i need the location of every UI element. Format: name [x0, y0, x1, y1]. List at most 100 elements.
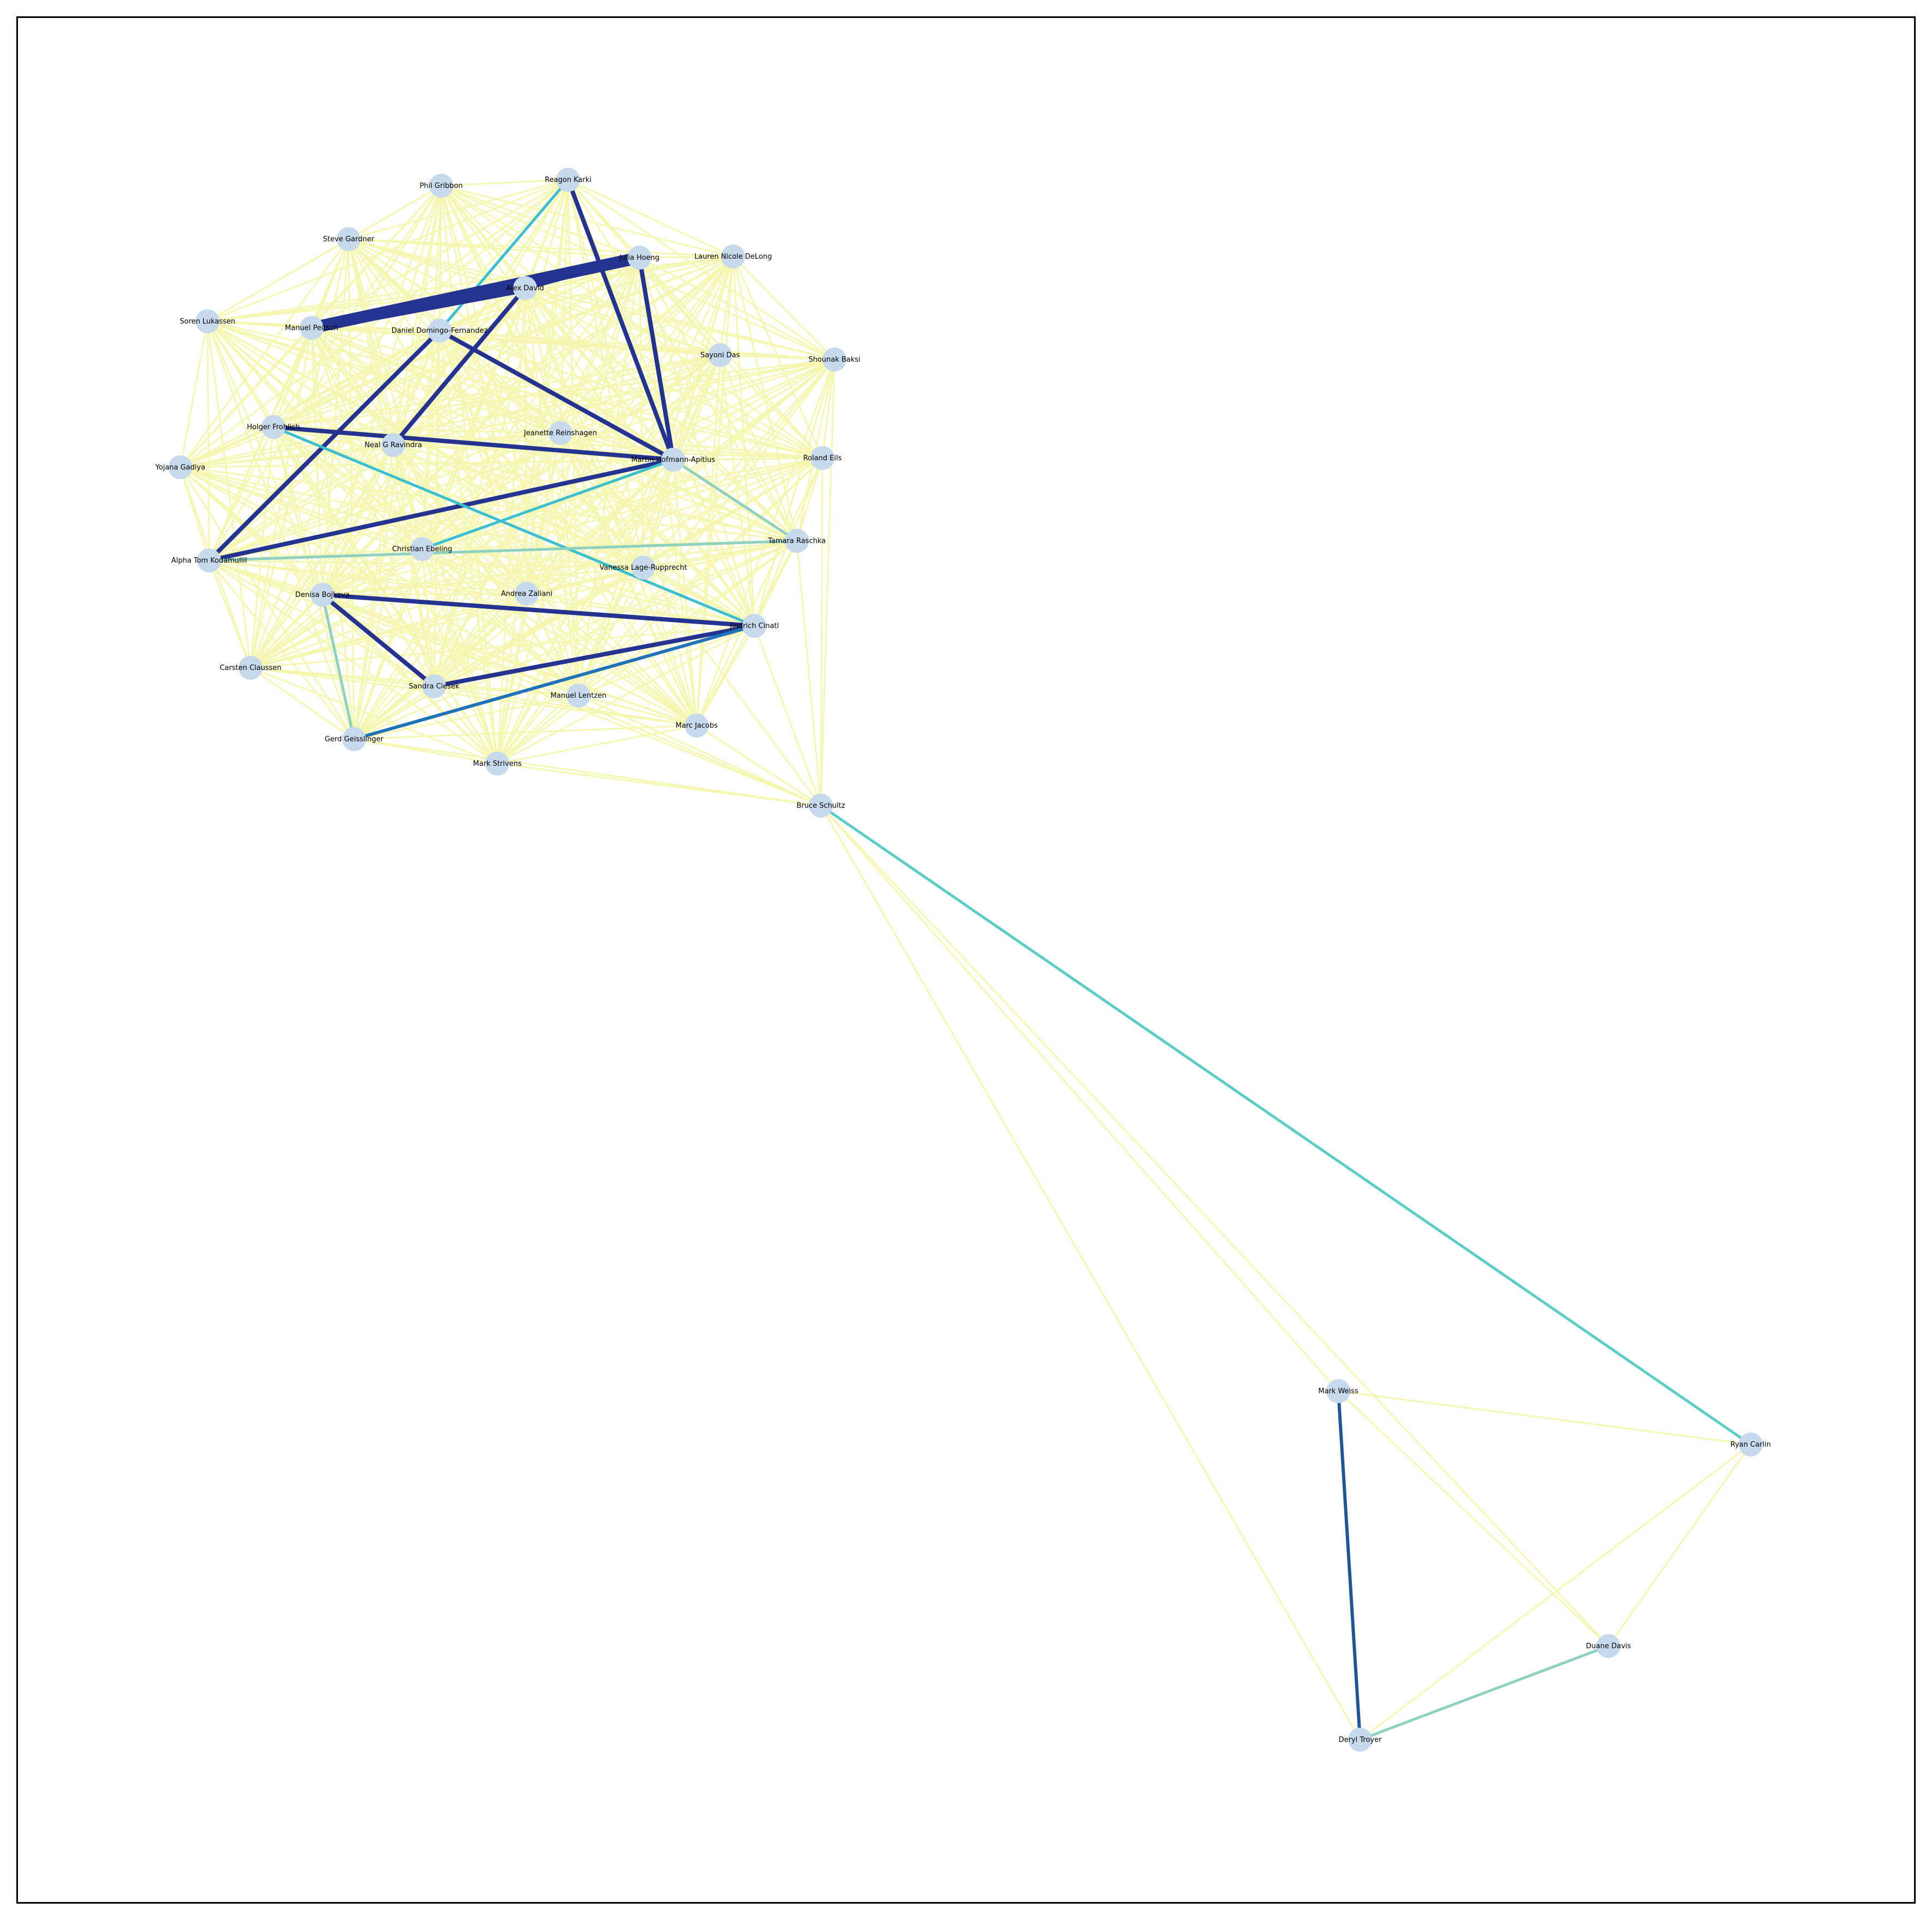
- edge-weak: [421, 548, 580, 697]
- node-label-holger: Holger Frohlich: [247, 423, 300, 431]
- edge-weak: [321, 457, 824, 596]
- node-label-roland: Roland Eils: [803, 454, 842, 462]
- edge-weak: [208, 559, 498, 765]
- edge-weak: [208, 426, 275, 562]
- edge-weak: [642, 358, 836, 569]
- edge-weak: [559, 432, 580, 697]
- edge-weak: [208, 559, 355, 740]
- edge-weak: [524, 287, 562, 434]
- edge-weak: [208, 327, 313, 562]
- node-steve: [337, 227, 361, 251]
- edge-weak: [179, 330, 441, 468]
- node-label-bruce: Bruce Schultz: [796, 802, 845, 810]
- edge-weak: [321, 432, 562, 596]
- node-label-vanessa: Vanessa Lage-Rupprecht: [600, 564, 687, 572]
- edge-weak: [577, 457, 824, 697]
- edge-weak: [206, 320, 394, 446]
- edge-weak: [179, 432, 562, 468]
- edge-weak: [1337, 1390, 1752, 1446]
- edge-weak: [321, 540, 798, 596]
- edge-weak: [440, 185, 824, 459]
- node-label-duane: Duane Davis: [1586, 1642, 1631, 1650]
- edge-strong: [352, 624, 756, 741]
- edge-strong: [271, 425, 675, 462]
- node-andrea: [515, 582, 539, 606]
- edge-weak: [249, 457, 824, 669]
- edge-weak: [272, 354, 721, 428]
- edge-weak: [310, 327, 836, 361]
- edge-strong-band: [307, 284, 529, 332]
- edge-weak: [696, 457, 824, 727]
- edge-weak: [206, 320, 824, 459]
- edge-weak: [392, 444, 824, 459]
- node-label-phil: Phil Gribbon: [419, 182, 462, 190]
- node-strivens: [485, 752, 509, 776]
- node-hoeng: [627, 246, 651, 270]
- node-yojana: [168, 455, 192, 479]
- edge-weak: [348, 238, 498, 765]
- node-label-cinatl: Jindrich Cinatl: [729, 622, 779, 630]
- edge-strong: [321, 593, 356, 741]
- edge-weak: [348, 238, 698, 727]
- edge-weak: [496, 457, 824, 765]
- node-sayoni: [708, 343, 732, 367]
- edge-weak: [438, 330, 824, 459]
- edge-strong: [391, 286, 527, 447]
- edge-weak: [421, 548, 528, 595]
- edge-weak: [753, 358, 836, 627]
- node-duane: [1596, 1634, 1620, 1658]
- edge-weak: [321, 566, 644, 596]
- edge-weak: [353, 444, 394, 740]
- node-label-denisa: Denisa Bojkova: [295, 591, 350, 599]
- edge-weak: [321, 593, 528, 596]
- edge-weak: [392, 444, 435, 687]
- edge-weak: [321, 444, 394, 596]
- edge-weak: [559, 432, 824, 459]
- node-phil: [429, 174, 453, 198]
- edge-weak: [577, 625, 755, 697]
- edge-weak: [321, 548, 423, 596]
- node-alpha: [197, 548, 221, 572]
- node-roland: [810, 446, 834, 470]
- node-label-martin: Martin Hofmann-Apitius: [631, 456, 715, 464]
- edge-strong: [672, 458, 799, 543]
- edge-weak: [353, 694, 580, 740]
- edge-weak: [526, 540, 798, 595]
- node-peitsch: [300, 316, 324, 340]
- node-label-strivens: Mark Strivens: [473, 760, 521, 768]
- node-tamara: [785, 529, 809, 553]
- edge-weak: [719, 354, 836, 361]
- node-ryan: [1739, 1433, 1763, 1456]
- edge-weak: [496, 593, 528, 765]
- edge-weak: [353, 566, 644, 740]
- node-label-deryl: Deryl Troyer: [1339, 1736, 1382, 1744]
- edge-weak: [559, 354, 721, 434]
- edge-weak: [249, 566, 644, 669]
- edge-weak: [559, 432, 674, 461]
- edge-weak: [208, 185, 442, 562]
- edge-strong: [1358, 1644, 1610, 1741]
- edge-weak: [179, 179, 569, 468]
- node-david: [513, 276, 537, 300]
- edge-weak: [440, 185, 641, 259]
- edge-weak: [421, 548, 822, 807]
- edge-weak: [353, 593, 528, 740]
- node-label-steve: Steve Gardner: [323, 235, 375, 243]
- edge-weak: [820, 457, 824, 807]
- edge-weak: [433, 685, 498, 765]
- edge-weak: [421, 255, 734, 550]
- edge-weak: [524, 287, 836, 361]
- edge-weak: [249, 238, 350, 669]
- node-lauren: [721, 245, 745, 269]
- edge-weak: [433, 179, 569, 687]
- edge-weak: [272, 327, 313, 428]
- edge-weak: [496, 540, 798, 765]
- edge-weak: [642, 566, 822, 807]
- node-label-ryan: Ryan Carlin: [1730, 1441, 1771, 1449]
- edge-weak: [638, 257, 836, 361]
- edge-strong: [437, 328, 675, 462]
- edge-weak: [719, 354, 755, 627]
- edge-weak: [696, 625, 755, 727]
